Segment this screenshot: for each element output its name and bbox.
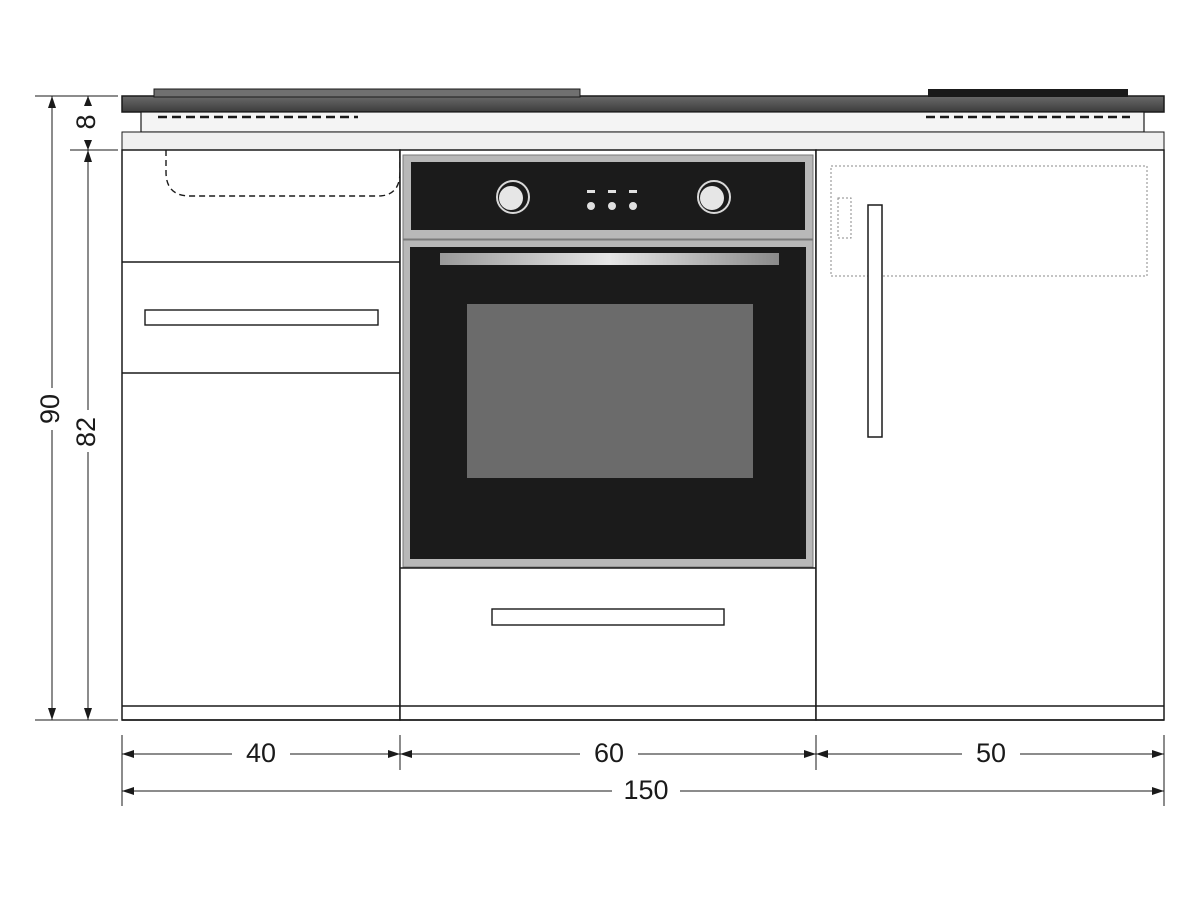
arrow-left [122,787,134,795]
middle-cabinet [399,149,817,721]
oven-knob-right[interactable] [697,180,731,214]
cabinet-height-label: 82 [71,417,101,447]
indicator-button[interactable] [587,202,595,210]
dimension-total-width: 150 [122,775,1164,805]
arrow-right [1152,750,1164,758]
dimension-counter-height: 8 [70,96,118,151]
arrow-down [48,708,56,720]
indicator-dash [587,190,595,193]
fridge-door-handle[interactable] [867,204,883,438]
width-middle-label: 60 [594,738,624,768]
width-right-label: 50 [976,738,1006,768]
left-cabinet [121,149,401,721]
arrow-up [48,96,56,108]
freezer-control-dotted [837,197,852,239]
knob-right-ring [697,180,731,214]
indicator-dash [629,190,637,193]
plinth-strip [121,131,1165,151]
indicator-button[interactable] [608,202,616,210]
knob-left-face [499,186,523,210]
oven-display-indicators [587,190,637,210]
hob-left-plate [153,88,581,98]
hob-right-plate [928,89,1128,97]
knob-right-face [700,186,724,210]
dimension-width-middle: 60 [400,738,816,768]
indicator-button[interactable] [629,202,637,210]
knob-left-ring [496,180,530,214]
arrow-left [122,750,134,758]
dimension-cabinet-height: 82 [71,150,101,720]
freezer-compartment-dotted [830,165,1148,277]
width-left-label: 40 [246,738,276,768]
oven-control-panel [411,162,805,230]
sink-outline-dashed [165,150,401,197]
middle-drawer-handle[interactable] [491,608,725,626]
width-extension-lines [121,735,1165,806]
counter-height-label: 8 [71,114,101,129]
oven-door-handle[interactable] [440,253,779,265]
total-width-label: 150 [623,775,668,805]
arrow-right [804,750,816,758]
left-cabinet-frame [121,149,401,721]
dimension-width-left: 40 [122,738,400,768]
arrow-up [84,96,92,106]
oven-knob-left[interactable] [496,180,530,214]
base-plinth [122,705,1164,721]
right-cabinet [815,149,1165,721]
indicator-dash [608,190,616,193]
arrow-right [1152,787,1164,795]
oven-window [467,304,753,478]
arrow-left [816,750,828,758]
arrow-up [84,150,92,162]
dimension-total-height: 90 [35,95,118,721]
arrow-down [84,140,92,150]
counter-front-edge [140,111,1145,133]
countertop [121,88,1165,151]
arrow-down [84,708,92,720]
arrow-right [388,750,400,758]
total-height-label: 90 [35,394,65,424]
arrow-left [400,750,412,758]
dimension-width-right: 50 [816,738,1164,768]
countertop-slab [121,95,1165,113]
left-drawer-handle[interactable] [144,309,379,326]
